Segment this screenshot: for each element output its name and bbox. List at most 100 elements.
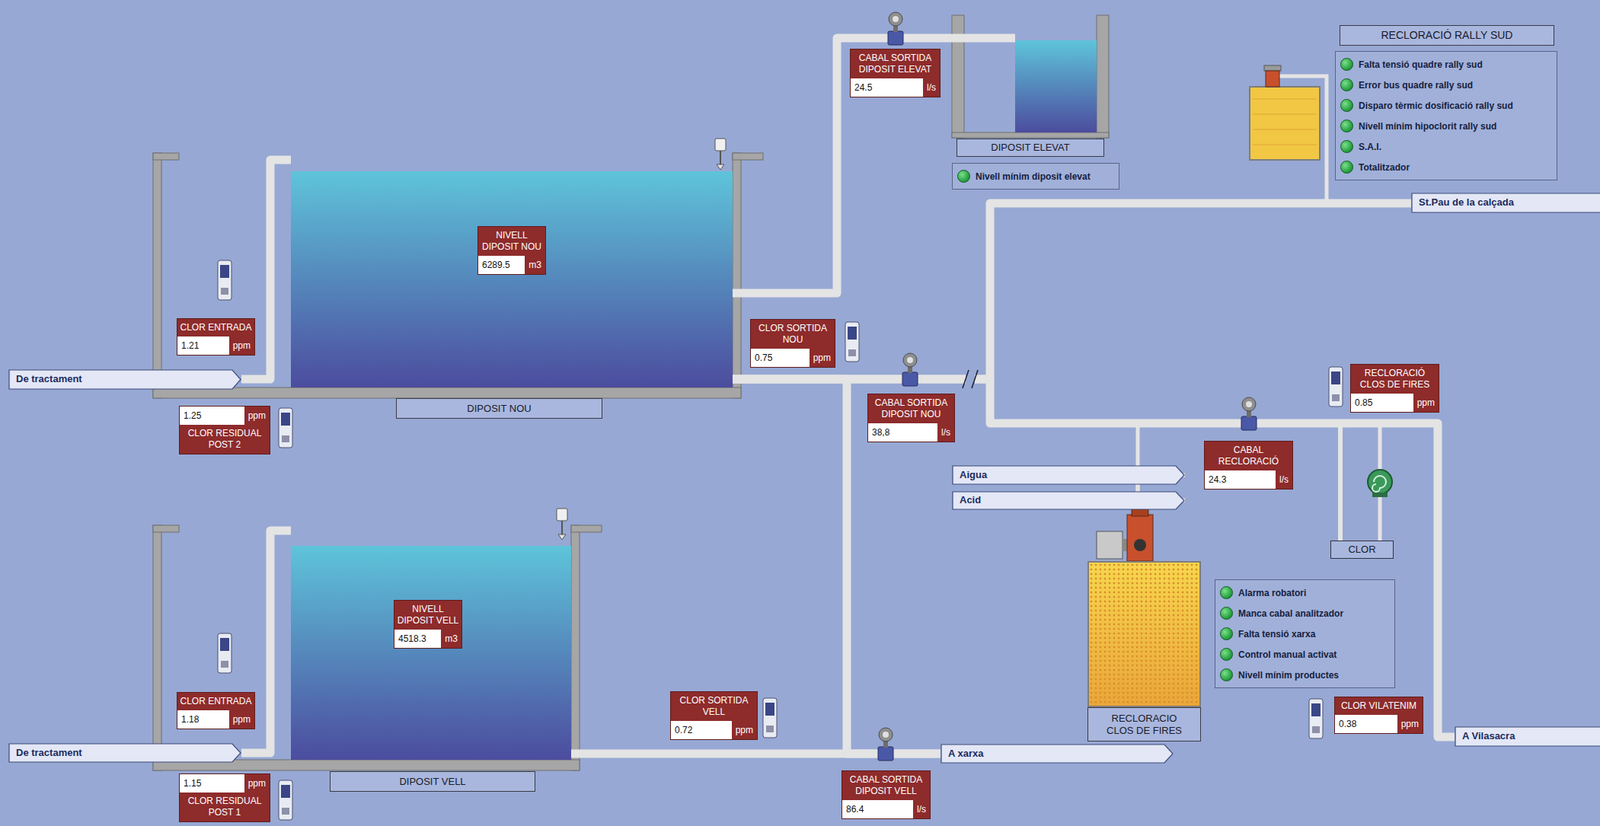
status-lamp xyxy=(1340,160,1354,174)
status-row: Error bus quadre rally sud xyxy=(1335,74,1557,96)
pipe xyxy=(732,379,941,754)
chlorine-pump xyxy=(1367,469,1393,498)
value-row: 1.25ppm xyxy=(179,406,270,425)
flow-meter xyxy=(878,728,894,761)
measured-value: 1.15 xyxy=(179,774,245,793)
measured-value: 1.18 xyxy=(177,710,230,729)
measured-value: 4518.3 xyxy=(394,629,441,649)
status-panel: RECLORACIÓ RALLY SUDFalta tensió quadre … xyxy=(1334,25,1558,181)
instrument-box: RECLORACIÓ CLOS DE FIRES0.85ppm xyxy=(1350,364,1440,413)
tank-wall xyxy=(571,525,602,533)
direction-arrow: Acid xyxy=(951,491,1185,511)
arrow-outline xyxy=(952,466,1185,485)
instrument-label: CLOR RESIDUAL POST 2 xyxy=(179,424,270,454)
tank-texture-line xyxy=(1252,129,1317,131)
status-row: Control manual activat xyxy=(1215,644,1395,665)
tank-wall xyxy=(153,153,179,160)
meter-body xyxy=(902,372,918,387)
meter-head xyxy=(878,728,893,742)
pump-dial xyxy=(1133,539,1147,552)
tank-name: DIPOSIT ELEVAT xyxy=(990,141,1070,154)
value-row: 38,8l/s xyxy=(868,423,955,442)
meter-body xyxy=(887,31,904,45)
analyzer-screen xyxy=(281,785,291,799)
water-tank: NIVELL DIPOSIT VELL4518.3m3DIPOSIT VELL xyxy=(290,521,572,761)
value-row: 24.3l/s xyxy=(1204,470,1293,489)
meter-head xyxy=(1242,397,1256,412)
chlorine-analyzer xyxy=(763,698,777,738)
instrument-label: CLOR SORTIDA NOU xyxy=(750,319,835,349)
analyzer-screen xyxy=(765,702,775,716)
pump-cap xyxy=(1264,65,1281,71)
status-row: Alarma robatori xyxy=(1215,582,1395,604)
unit-label: l/s xyxy=(1275,470,1293,489)
flow-meter xyxy=(902,353,918,387)
measured-value: 0.38 xyxy=(1334,715,1398,734)
direction-arrow: A xarxa xyxy=(940,744,1174,764)
direction-arrow: A Vilasacra xyxy=(1454,726,1600,748)
unit-label: ppm xyxy=(244,774,270,793)
instrument-label: CABAL SORTIDA DIPOSIT VELL xyxy=(842,771,930,801)
status-text: Control manual activat xyxy=(1238,649,1337,661)
value-row: 4518.3m3 xyxy=(394,629,462,649)
analyzer-panel xyxy=(220,661,229,668)
chlorine-analyzer xyxy=(217,260,232,301)
meter-body xyxy=(878,747,894,761)
analyzer-panel xyxy=(220,287,229,295)
status-row: Falta tensió quadre rally sud xyxy=(1335,54,1557,75)
status-row: Falta tensió xarxa xyxy=(1215,623,1395,645)
status-lamp xyxy=(1340,78,1354,92)
measured-value: 86.4 xyxy=(842,800,914,819)
analyzer-screen xyxy=(220,638,230,652)
measured-value: 0.72 xyxy=(670,721,732,740)
value-row: 86.4l/s xyxy=(842,800,930,819)
instrument-label: CLOR ENTRADA xyxy=(177,693,255,711)
status-text: S.A.I. xyxy=(1358,141,1382,153)
status-lamp xyxy=(957,169,971,183)
analyzer-body xyxy=(763,698,777,738)
tank-texture xyxy=(1252,99,1317,145)
unit-label: m3 xyxy=(524,255,546,275)
status-text: Manca cabal analitzador xyxy=(1238,608,1344,620)
tank-name: DIPOSIT NOU xyxy=(466,402,531,416)
status-text: Nivell mínim hipoclorit rally sud xyxy=(1358,121,1497,132)
instrument-label: NIVELL DIPOSIT NOU xyxy=(478,226,546,256)
analyzer-body xyxy=(217,260,232,301)
unit-label: ppm xyxy=(809,348,835,368)
instrument-label: CABAL RECLORACIÓ xyxy=(1204,441,1293,471)
pipe xyxy=(732,203,1412,380)
arrow-outline xyxy=(941,744,1173,764)
tank-texture-line xyxy=(1252,114,1317,115)
analyzer-panel xyxy=(281,807,290,815)
status-text: Falta tensió quadre rally sud xyxy=(1358,59,1483,71)
tank-texture-line xyxy=(1252,144,1317,146)
instrument-box: NIVELL DIPOSIT NOU6289.5m3 xyxy=(477,226,547,275)
tank-wall xyxy=(951,15,965,138)
tank-label-box: RECLORACIO CLOS DE FIRES xyxy=(1087,707,1201,742)
unit-label: ppm xyxy=(229,710,255,729)
tank-label-box: DIPOSIT NOU xyxy=(396,398,603,419)
destination-name: Acid xyxy=(951,491,1185,510)
direction-arrow: St.Pau de la calçada xyxy=(1411,192,1600,214)
status-row: S.A.I. xyxy=(1335,136,1557,157)
label-text: CLOR xyxy=(1331,541,1393,559)
value-row: 0.85ppm xyxy=(1350,393,1439,412)
value-row: 24.5l/s xyxy=(850,78,940,97)
tank-name: DIPOSIT VELL xyxy=(399,776,466,789)
break-stroke xyxy=(971,370,978,389)
tank-wall xyxy=(153,387,741,399)
status-row: Nivell mínim hipoclorit rally sud xyxy=(1335,115,1557,137)
tank-wall xyxy=(1096,15,1109,138)
direction-arrow: De tractament xyxy=(8,743,242,764)
direction-arrow: De tractament xyxy=(8,369,242,390)
instrument-label: CABAL SORTIDA DIPOSIT NOU xyxy=(868,394,955,424)
measured-value: 24.5 xyxy=(850,78,923,97)
tank-label-box: DIPOSIT VELL xyxy=(329,771,536,793)
status-lamp xyxy=(1340,119,1354,133)
status-text: Nivell mínim diposit elevat xyxy=(975,171,1091,183)
instrument-label: CLOR RESIDUAL POST 1 xyxy=(179,792,270,822)
chlorine-analyzer xyxy=(278,408,293,448)
arrow-outline xyxy=(1455,727,1600,747)
instrument-box: 1.25ppmCLOR RESIDUAL POST 2 xyxy=(178,405,271,455)
